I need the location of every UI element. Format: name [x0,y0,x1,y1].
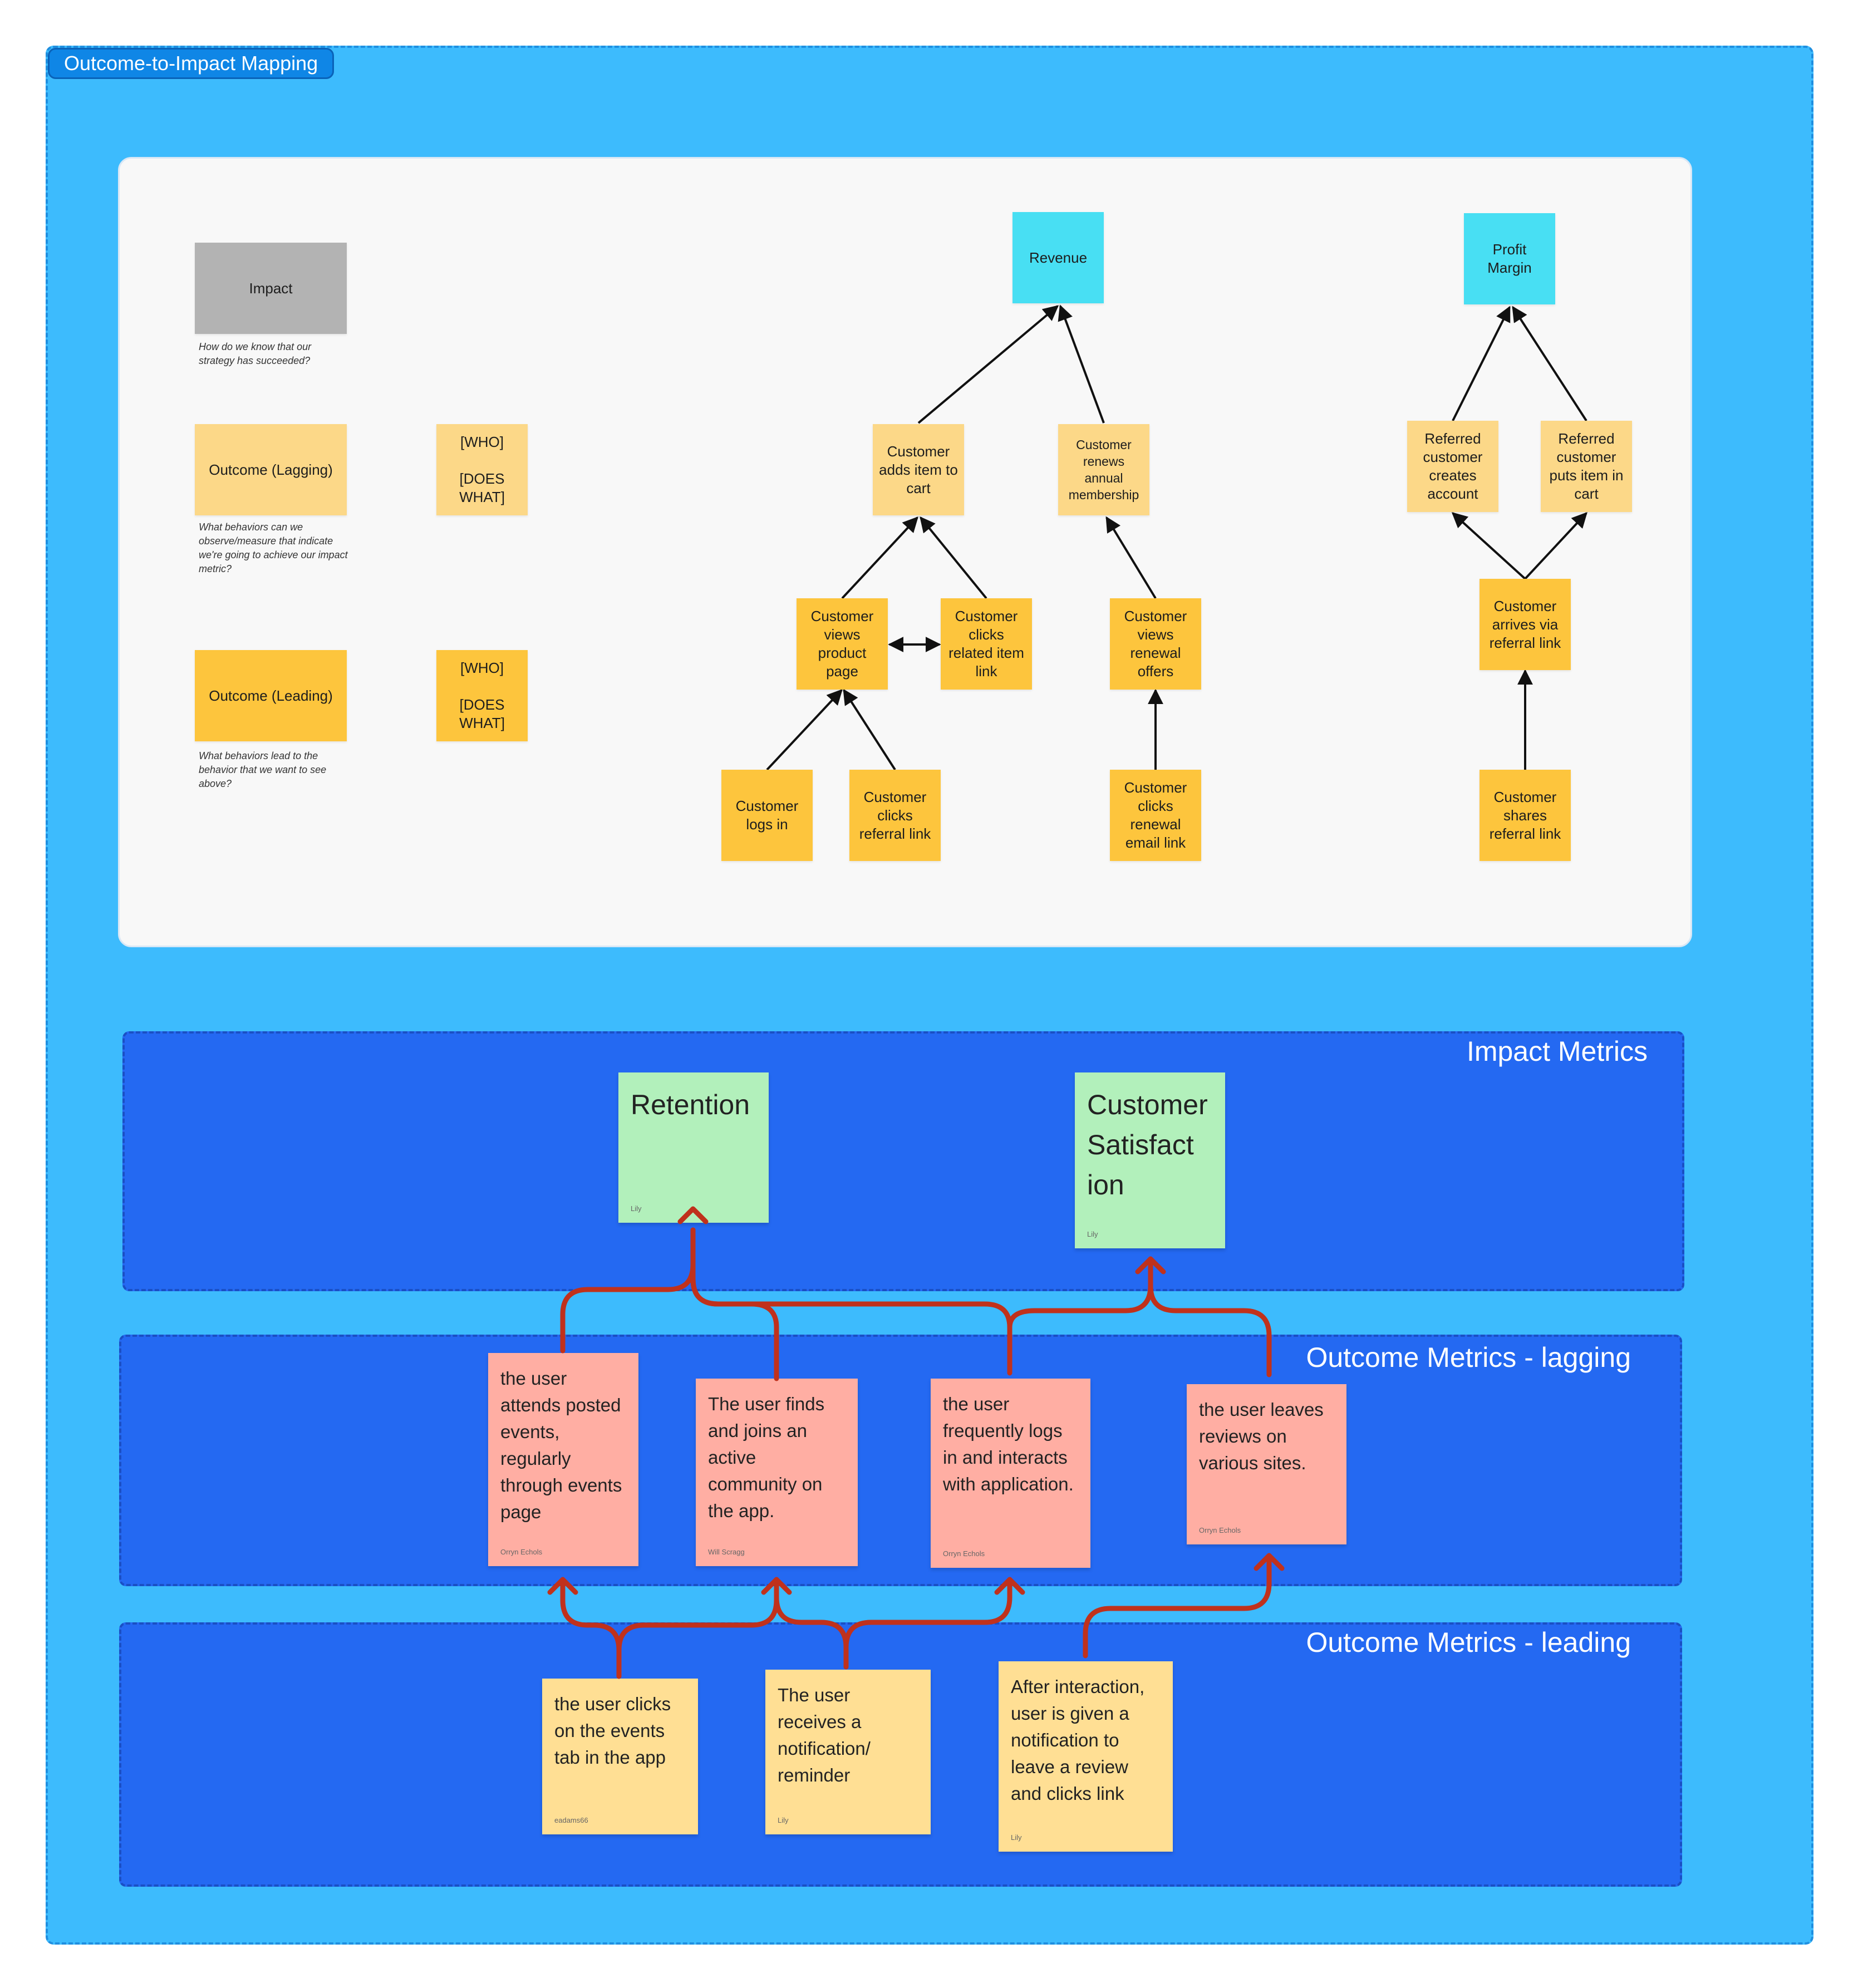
node-views-product[interactable]: Customer views product page [797,598,888,690]
sticky-clicks-events-tab-text: the user clicks on the events tab in the… [554,1694,671,1768]
node-referred-creates[interactable]: Referred customer creates account [1407,421,1498,512]
sticky-retention-text: Retention [631,1089,750,1120]
node-arrives-referral[interactable]: Customer arrives via referral link [1479,579,1571,670]
sticky-retention[interactable]: Retention Lily [618,1072,769,1223]
frame-title[interactable]: Outcome-to-Impact Mapping [48,48,335,79]
legend-leading[interactable]: Outcome (Leading) [195,650,347,741]
template-leading[interactable]: [WHO] [DOES WHAT] [436,650,528,741]
node-shares-referral[interactable]: Customer shares referral link [1479,770,1571,861]
sticky-after-interaction[interactable]: After interaction, user is given a notif… [999,1661,1173,1852]
sticky-attends-events-text: the user attends posted events, regularl… [500,1368,622,1522]
sticky-receives-notification[interactable]: The user receives a notification/ remind… [765,1670,931,1834]
sticky-frequently-logs-author: Orryn Echols [943,1549,985,1558]
legend-impact-note: How do we know that our strategy has suc… [199,341,312,366]
sticky-satisfaction-text: Customer Satisfact ion [1087,1089,1208,1200]
lane-outcome-lagging[interactable] [119,1335,1682,1586]
node-logs-in[interactable]: Customer logs in [721,770,813,861]
lane-lagging-title: Outcome Metrics - lagging [1306,1342,1631,1373]
sticky-retention-author: Lily [631,1204,642,1213]
sticky-leaves-reviews-text: the user leaves reviews on various sites… [1199,1399,1324,1473]
node-renews-membership[interactable]: Customer renews annual membership [1058,424,1149,515]
sticky-leaves-reviews[interactable]: the user leaves reviews on various sites… [1187,1384,1346,1544]
sticky-receives-notification-text: The user receives a notification/ remind… [778,1685,871,1785]
legend-impact[interactable]: Impact [195,243,347,334]
node-adds-to-cart[interactable]: Customer adds item to cart [873,424,964,515]
sticky-clicks-events-tab[interactable]: the user clicks on the events tab in the… [542,1679,698,1834]
sticky-attends-events[interactable]: the user attends posted events, regularl… [488,1353,638,1566]
sticky-frequently-logs-text: the user frequently logs in and interact… [943,1394,1074,1494]
sticky-finds-community-text: The user finds and joins an active commu… [708,1394,825,1521]
template-lagging[interactable]: [WHO] [DOES WHAT] [436,424,528,515]
node-views-renewal[interactable]: Customer views renewal offers [1110,598,1201,690]
legend-lagging[interactable]: Outcome (Lagging) [195,424,347,515]
lane-impact-metrics[interactable] [122,1031,1684,1291]
sticky-attends-events-author: Orryn Echols [500,1548,543,1556]
sticky-finds-community[interactable]: The user finds and joins an active commu… [696,1379,858,1566]
node-clicks-renewal-email[interactable]: Customer clicks renewal email link [1110,770,1201,861]
sticky-frequently-logs[interactable]: the user frequently logs in and interact… [931,1379,1090,1568]
lane-leading-title: Outcome Metrics - leading [1306,1627,1631,1658]
legend-lagging-note: What behaviors can we observe/measure th… [199,521,348,574]
sticky-leaves-reviews-author: Orryn Echols [1199,1526,1241,1534]
sticky-after-interaction-text: After interaction, user is given a notif… [1011,1676,1145,1804]
node-clicks-referral[interactable]: Customer clicks referral link [849,770,941,861]
sticky-receives-notification-author: Lily [778,1816,789,1824]
sticky-finds-community-author: Will Scragg [708,1548,745,1556]
node-revenue[interactable]: Revenue [1012,212,1104,303]
sticky-satisfaction-author: Lily [1087,1230,1098,1238]
sticky-clicks-events-tab-author: eadams66 [554,1816,588,1824]
node-clicks-related[interactable]: Customer clicks related item link [941,598,1032,690]
node-referred-puts[interactable]: Referred customer puts item in cart [1541,421,1632,512]
sticky-after-interaction-author: Lily [1011,1833,1022,1842]
node-profit-margin[interactable]: Profit Margin [1464,213,1555,304]
lane-impact-title: Impact Metrics [1466,1036,1648,1067]
legend-leading-note: What behaviors lead to the behavior that… [199,750,327,789]
sticky-customer-satisfaction[interactable]: Customer Satisfact ion Lily [1075,1072,1225,1248]
